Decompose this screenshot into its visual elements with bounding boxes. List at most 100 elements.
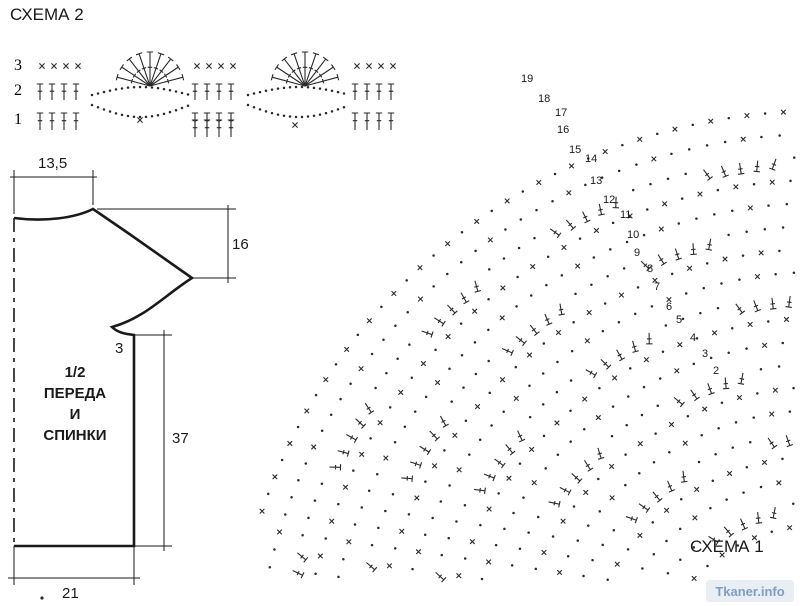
chain-dot (792, 271, 796, 275)
single-crochet-symbol (740, 136, 746, 142)
single-crochet-symbol (744, 112, 750, 119)
dimension-side-label: 37 (172, 430, 189, 447)
double-crochet-symbol (72, 83, 80, 100)
single-crochet-symbol (761, 342, 768, 348)
chain-dot (723, 140, 727, 144)
single-crochet-symbol (398, 389, 404, 396)
single-crochet-symbol (456, 572, 462, 579)
chain-dot (572, 505, 576, 508)
single-crochet-symbol (354, 63, 360, 69)
single-crochet-symbol (390, 63, 396, 69)
chain-dot (330, 110, 334, 113)
single-crochet-symbol (383, 455, 389, 461)
chain-dot (108, 110, 112, 113)
double-crochet-symbol (753, 300, 761, 313)
single-crochet-symbol (536, 179, 542, 186)
double-crochet-symbol (126, 56, 151, 87)
chain-dot (448, 484, 451, 487)
double-crochet-symbol (755, 512, 763, 524)
chain-dot (542, 434, 546, 438)
chain-dot (487, 298, 490, 301)
double-crochet-symbol (36, 83, 44, 100)
chain-dot (692, 362, 696, 366)
scheme1-row-number: 5 (676, 314, 682, 326)
double-crochet-symbol (149, 64, 181, 87)
chain-dot (478, 438, 482, 442)
chain-dot (582, 428, 586, 431)
single-crochet-symbol (692, 515, 698, 521)
chain-dot (705, 144, 709, 147)
chain-dot (569, 409, 572, 412)
piece-label-line-4: СПИНКИ (43, 427, 106, 444)
single-crochet-symbol (708, 118, 714, 124)
chain-dot (473, 341, 477, 344)
chain-dot (432, 285, 435, 288)
chain-dot (337, 575, 340, 579)
double-crochet-symbol (215, 83, 223, 100)
chain-dot (576, 539, 579, 542)
chain-dot (686, 415, 690, 418)
single-crochet-symbol (747, 205, 754, 211)
double-crochet-symbol (584, 460, 594, 472)
chain-dot (574, 292, 577, 296)
chain-dot (528, 384, 531, 387)
scheme2: СХЕМА 2 3 2 1 (10, 5, 396, 137)
chain-dot (488, 391, 491, 395)
single-crochet-symbol (194, 63, 200, 69)
single-crochet-symbol (452, 432, 458, 438)
double-crochet-symbol (149, 56, 174, 87)
chain-dot (168, 88, 172, 92)
chain-dot (542, 342, 546, 345)
chain-dot (434, 348, 437, 352)
chain-dot (517, 246, 521, 250)
double-crochet-symbol (735, 303, 746, 316)
chain-dot (126, 114, 130, 118)
chain-dot (617, 320, 621, 324)
double-crochet-symbol (227, 119, 235, 137)
chain-dot (393, 547, 397, 550)
chain-dot (290, 496, 293, 499)
scheme2-stitch-symbols (36, 51, 396, 137)
double-crochet-symbol (703, 169, 713, 181)
chain-dot (664, 324, 668, 327)
single-crochet-symbol (329, 518, 335, 524)
chain-dot (566, 554, 570, 558)
scheme2-title: СХЕМА 2 (10, 5, 84, 24)
chain-dot (541, 403, 545, 406)
single-crochet-symbol (486, 506, 492, 512)
double-crochet-symbol (657, 254, 667, 267)
single-crochet-symbol (566, 190, 572, 196)
double-crochet-symbol (115, 73, 151, 87)
chain-dot (108, 89, 112, 92)
chain-dot (246, 93, 250, 97)
scheme1-row-number: 14 (585, 153, 597, 165)
piece-label-line-3: И (70, 406, 81, 423)
double-crochet-symbol (304, 64, 336, 87)
chain-dot (572, 320, 575, 324)
chain-dot (598, 386, 601, 390)
chain-dot (652, 553, 656, 556)
single-crochet-symbol (663, 507, 670, 513)
chain-dot (625, 240, 629, 244)
chain-dot (174, 90, 178, 93)
chain-dot (601, 329, 605, 333)
single-crochet-symbol (230, 63, 236, 69)
chain-dot (551, 199, 554, 203)
chain-dot (603, 302, 607, 305)
chain-dot (324, 88, 328, 91)
double-crochet-symbol (708, 535, 721, 546)
chain-dot (720, 282, 723, 285)
single-crochet-symbol (751, 535, 758, 541)
chain-dot (320, 482, 324, 485)
chain-dot (606, 274, 609, 278)
single-crochet-symbol (586, 309, 592, 316)
chain-dot (282, 114, 286, 117)
double-crochet-symbol (737, 162, 745, 175)
chain-dot (756, 392, 759, 395)
chain-dot (529, 294, 533, 297)
chain-dot (518, 462, 522, 465)
double-crochet-symbol (447, 304, 458, 316)
chain-dot (252, 92, 256, 95)
double-crochet-symbol (501, 347, 514, 357)
chain-dot (314, 393, 318, 397)
